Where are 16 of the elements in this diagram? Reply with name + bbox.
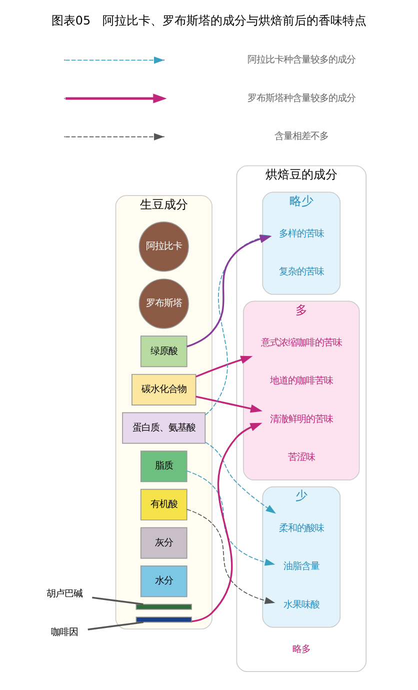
node-text: 多样的苦味 [278,228,324,240]
legend-label: 含量相差不多 [274,131,328,142]
node-text: 胡卢巴碱 [46,588,83,600]
legend-label: 阿拉比卡种含量较多的成分 [247,54,356,66]
node-text: 意式浓缩咖啡的苦味 [260,337,342,348]
node-text: 略多 [292,644,310,655]
node-text: 清澈鲜明的苦味 [270,414,333,425]
node-text: 地道的咖啡苦味 [270,376,333,387]
diagram-title: 图表05 阿拉比卡、罗布斯塔的成分与烘焙前后的香味特点 [51,14,367,28]
legend-label: 罗布斯塔种含量较多的成分 [247,92,356,104]
node-text: 油脂含量 [283,561,320,572]
node-text: 水果味酸 [283,600,320,611]
node-text: 复杂的苦味 [278,266,324,278]
node-text: 咖啡因 [51,626,78,638]
node-text: 柔和的酸味 [278,522,324,534]
node-text: 苦涩味 [288,452,315,464]
